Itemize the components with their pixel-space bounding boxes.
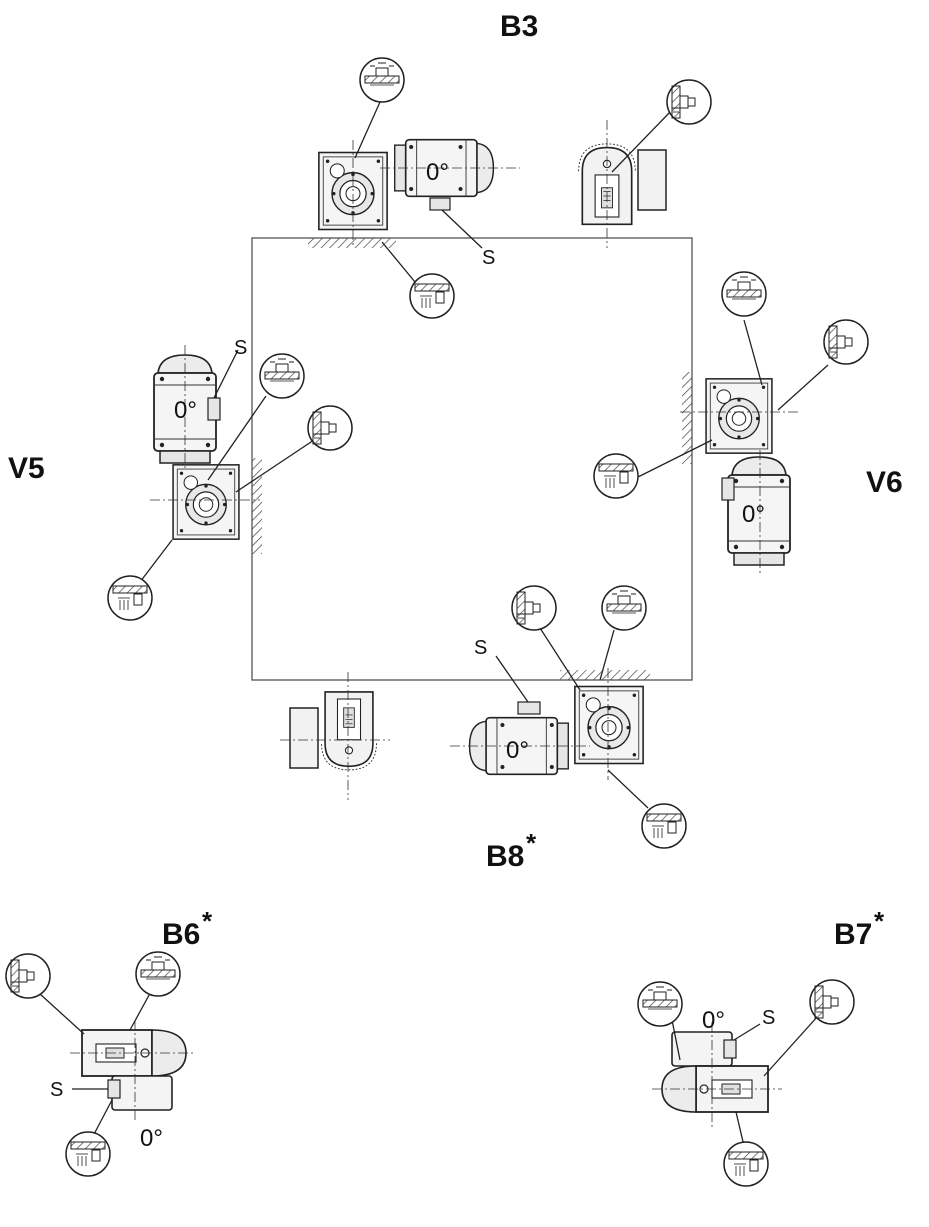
b7-assembly	[652, 1015, 819, 1147]
drain-plug-icon	[641, 803, 687, 849]
b3-assembly	[318, 101, 520, 283]
b8-left-side-assembly	[280, 672, 390, 800]
b6-s-label: S	[50, 1079, 63, 1101]
breather-plug-icon	[637, 981, 683, 1027]
breather-plug-icon	[135, 951, 181, 997]
b8-s-label: S	[474, 637, 487, 659]
mounting-surface-v6	[682, 372, 692, 464]
v6-angle-label: 0°	[742, 501, 765, 528]
breather-plug-icon	[259, 353, 305, 399]
level-plug-icon	[666, 79, 712, 125]
level-plug-icon	[823, 319, 869, 365]
level-plug-icon	[809, 979, 855, 1025]
b6-angle-label: 0°	[140, 1125, 163, 1152]
v5-angle-label: 0°	[174, 397, 197, 424]
b7-star: *	[874, 906, 885, 936]
b8-assembly	[450, 627, 649, 809]
b7-label: B7	[834, 918, 872, 951]
v5-assembly	[139, 345, 315, 583]
b6-star: *	[202, 906, 213, 936]
b8-star: *	[526, 828, 537, 858]
level-plug-icon	[5, 953, 51, 999]
mounting-surface-v5	[252, 458, 262, 554]
b6-label: B6	[162, 918, 200, 951]
v5-s-label: S	[234, 337, 247, 359]
b3-label: B3	[500, 10, 538, 43]
v6-label: V6	[866, 466, 903, 499]
b7-s-label: S	[762, 1007, 775, 1029]
mounting-surface-b8	[560, 670, 650, 680]
drain-plug-icon	[65, 1131, 111, 1177]
drain-plug-icon	[723, 1141, 769, 1187]
drain-plug-icon	[107, 575, 153, 621]
level-plug-icon	[307, 405, 353, 451]
breather-plug-icon	[359, 57, 405, 103]
v6-assembly	[635, 319, 829, 575]
b7-angle-label: 0°	[702, 1007, 725, 1034]
breather-plug-icon	[721, 271, 767, 317]
drain-plug-icon	[593, 453, 639, 499]
breather-plug-icon	[601, 585, 647, 631]
level-plug-icon	[511, 585, 557, 631]
b3-angle-label: 0°	[426, 159, 449, 186]
b8-angle-label: 0°	[506, 737, 529, 764]
b8-label: B8	[486, 840, 524, 873]
drain-plug-icon	[409, 273, 455, 319]
b6-assembly	[39, 985, 196, 1139]
mounting-surface-b3	[308, 238, 396, 248]
b3-s-label: S	[482, 247, 495, 269]
v5-label: V5	[8, 452, 45, 485]
b3-right-side-assembly	[577, 109, 673, 248]
